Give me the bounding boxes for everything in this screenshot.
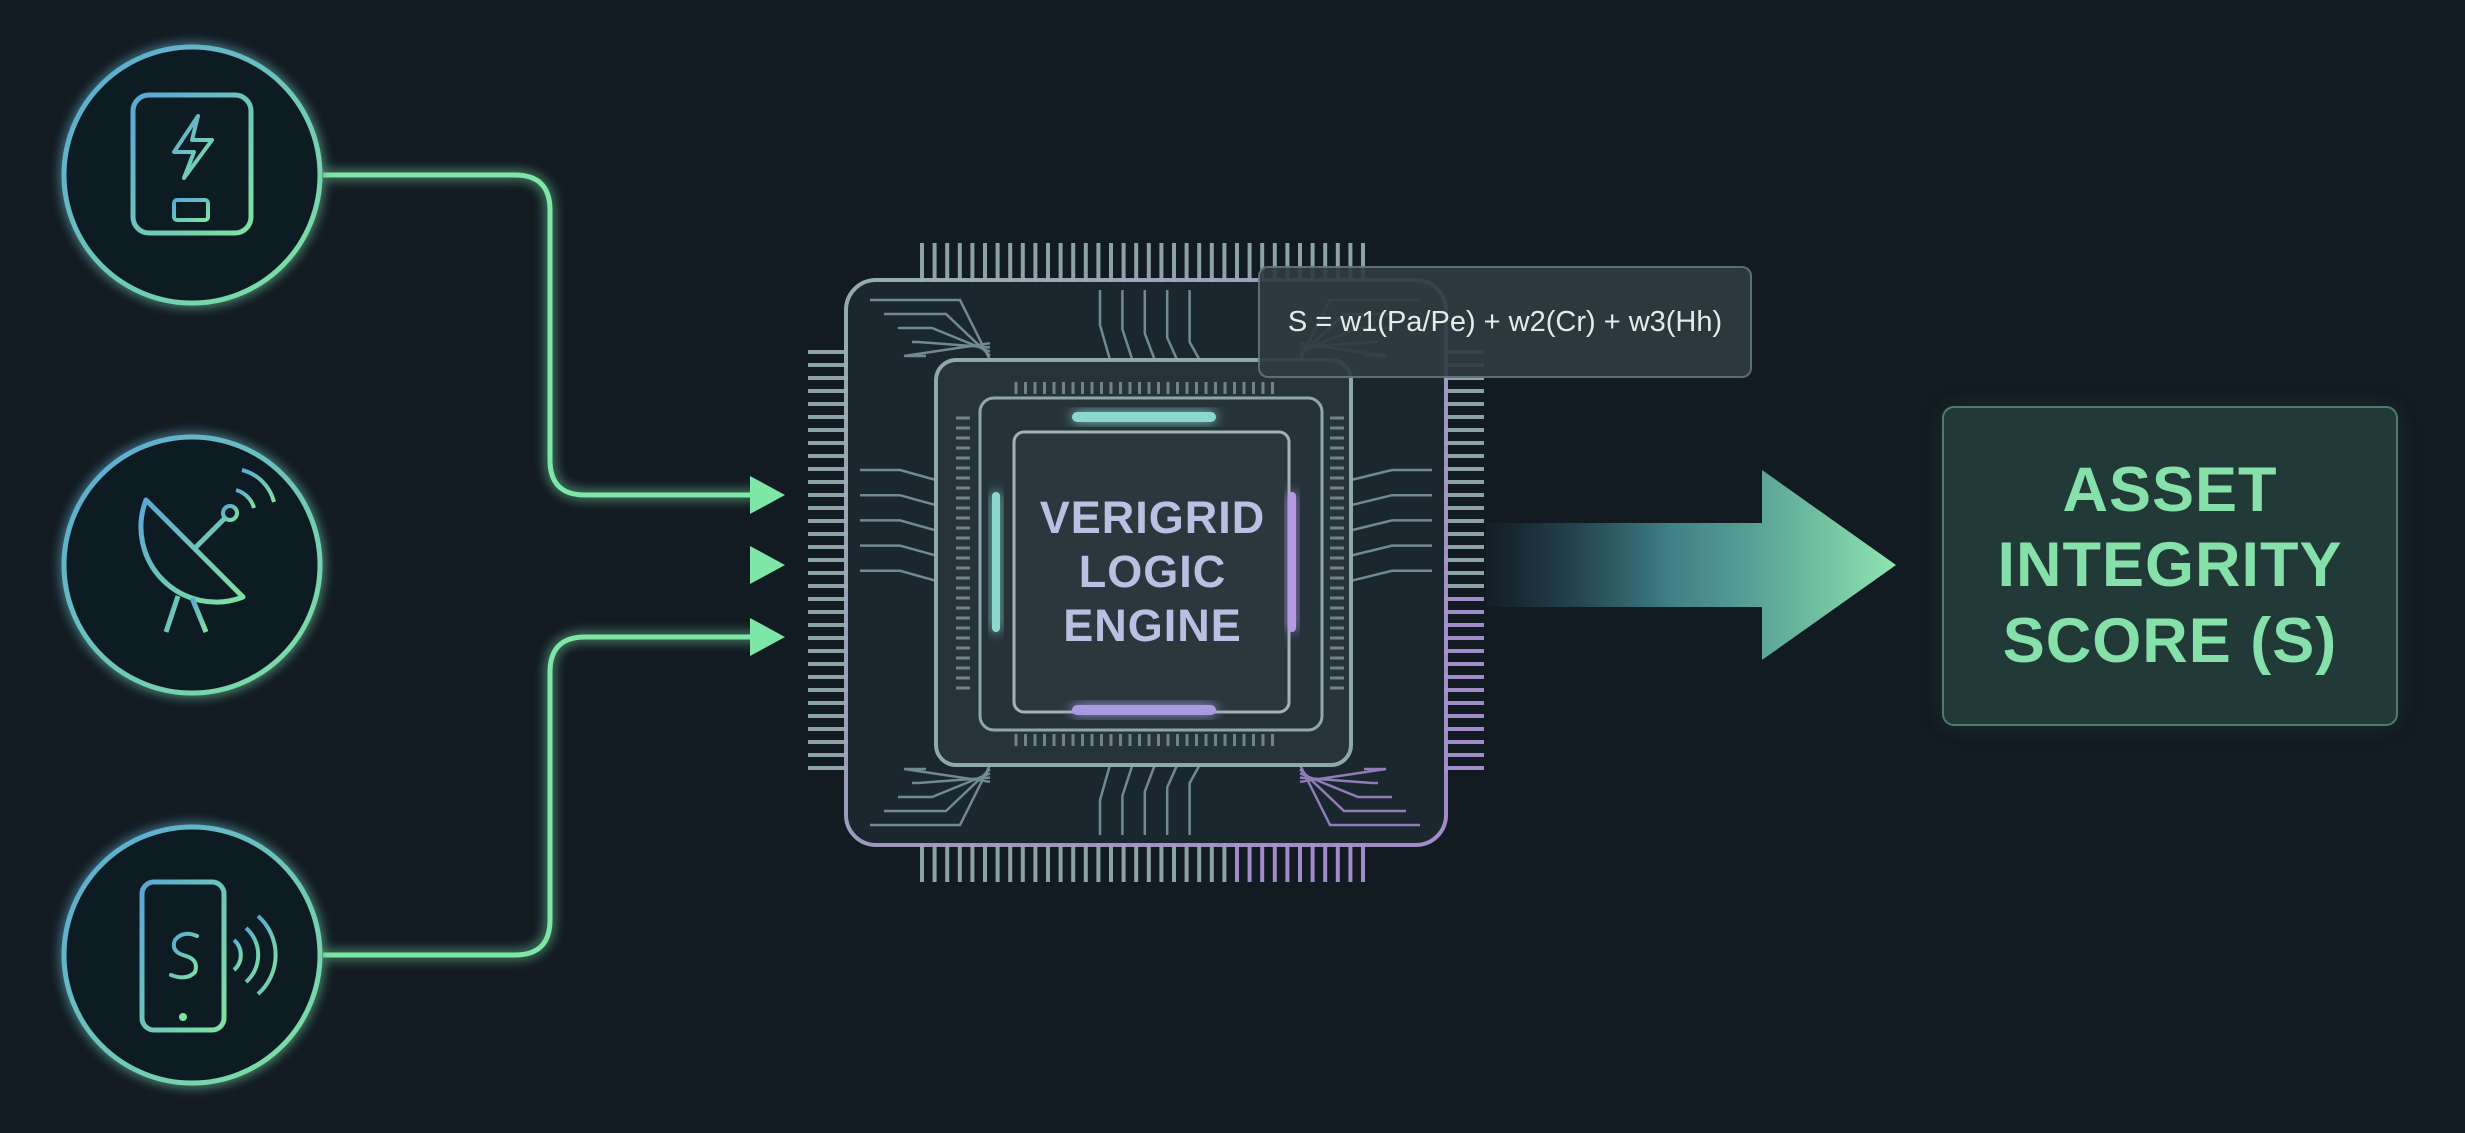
chip-trace [860,493,937,507]
chip-trace [1350,569,1432,583]
mobile-payment-icon [61,824,323,1086]
chip-trace [1350,544,1432,557]
input-arrowhead-middle [750,546,785,584]
chip-trace [884,312,991,357]
chip-trace [1165,290,1179,361]
chip-glow-bar-left [992,492,1000,632]
chip-trace [860,544,937,557]
chip-trace [1299,767,1387,784]
chip-trace [884,768,991,813]
chip-trace [860,468,937,482]
chip-trace [1350,468,1432,482]
chip-trace [1165,764,1179,835]
chip-trace [1188,290,1201,361]
chip-trace [1098,290,1112,361]
input-arrowhead-bottom [750,618,785,656]
input-connector-bottom [323,634,765,958]
satellite-dish-icon [61,434,323,696]
engine-label-line-3: ENGINE [1063,600,1242,651]
power-inverter-icon [61,44,323,306]
chip-trace [1143,764,1156,835]
output-arrow [1486,470,1896,660]
score-label-line-1: ASSET [2062,454,2278,525]
score-label-line-2: INTEGRITY [1997,530,2343,601]
chip-glow-bar-bottom [1072,705,1216,715]
chip-pins [808,243,1484,882]
chip-trace [860,569,937,583]
formula-text: S = w1(Pa/Pe) + w2(Cr) + w3(Hh) [1287,305,1723,338]
chip-trace [870,764,992,827]
chip-trace [870,298,992,361]
chip-trace [1188,764,1201,835]
engine-label: VERIGRID LOGIC ENGINE [1016,432,1289,712]
chip-trace [860,519,937,532]
chip-trace [1121,290,1134,361]
processor-chip [808,243,1484,882]
chip-trace [1299,772,1392,799]
chip-trace [903,341,991,358]
asset-integrity-score-box: ASSET INTEGRITY SCORE (S) [1942,406,2398,726]
chip-trace [1350,493,1432,507]
chip-glow-bar-top [1072,412,1216,422]
chip-die-pins [956,382,1344,746]
engine-label-line-2: LOGIC [1078,546,1227,597]
chip-trace [903,767,991,784]
chip-trace [898,772,991,799]
chip-glow-bar-right [1288,492,1296,632]
chip-trace [898,326,991,353]
chip-trace [1298,764,1420,827]
chip-trace [1098,764,1112,835]
chip-trace [1299,768,1406,813]
input-arrowhead-top [750,476,785,514]
chip-trace [1121,764,1134,835]
formula-box: S = w1(Pa/Pe) + w2(Cr) + w3(Hh) [1258,266,1752,378]
input-connector-top [323,172,765,498]
score-label-line-3: SCORE (S) [2002,605,2338,676]
chip-trace [1350,519,1432,532]
engine-label-line-1: VERIGRID [1039,492,1266,543]
chip-trace [1143,290,1156,361]
